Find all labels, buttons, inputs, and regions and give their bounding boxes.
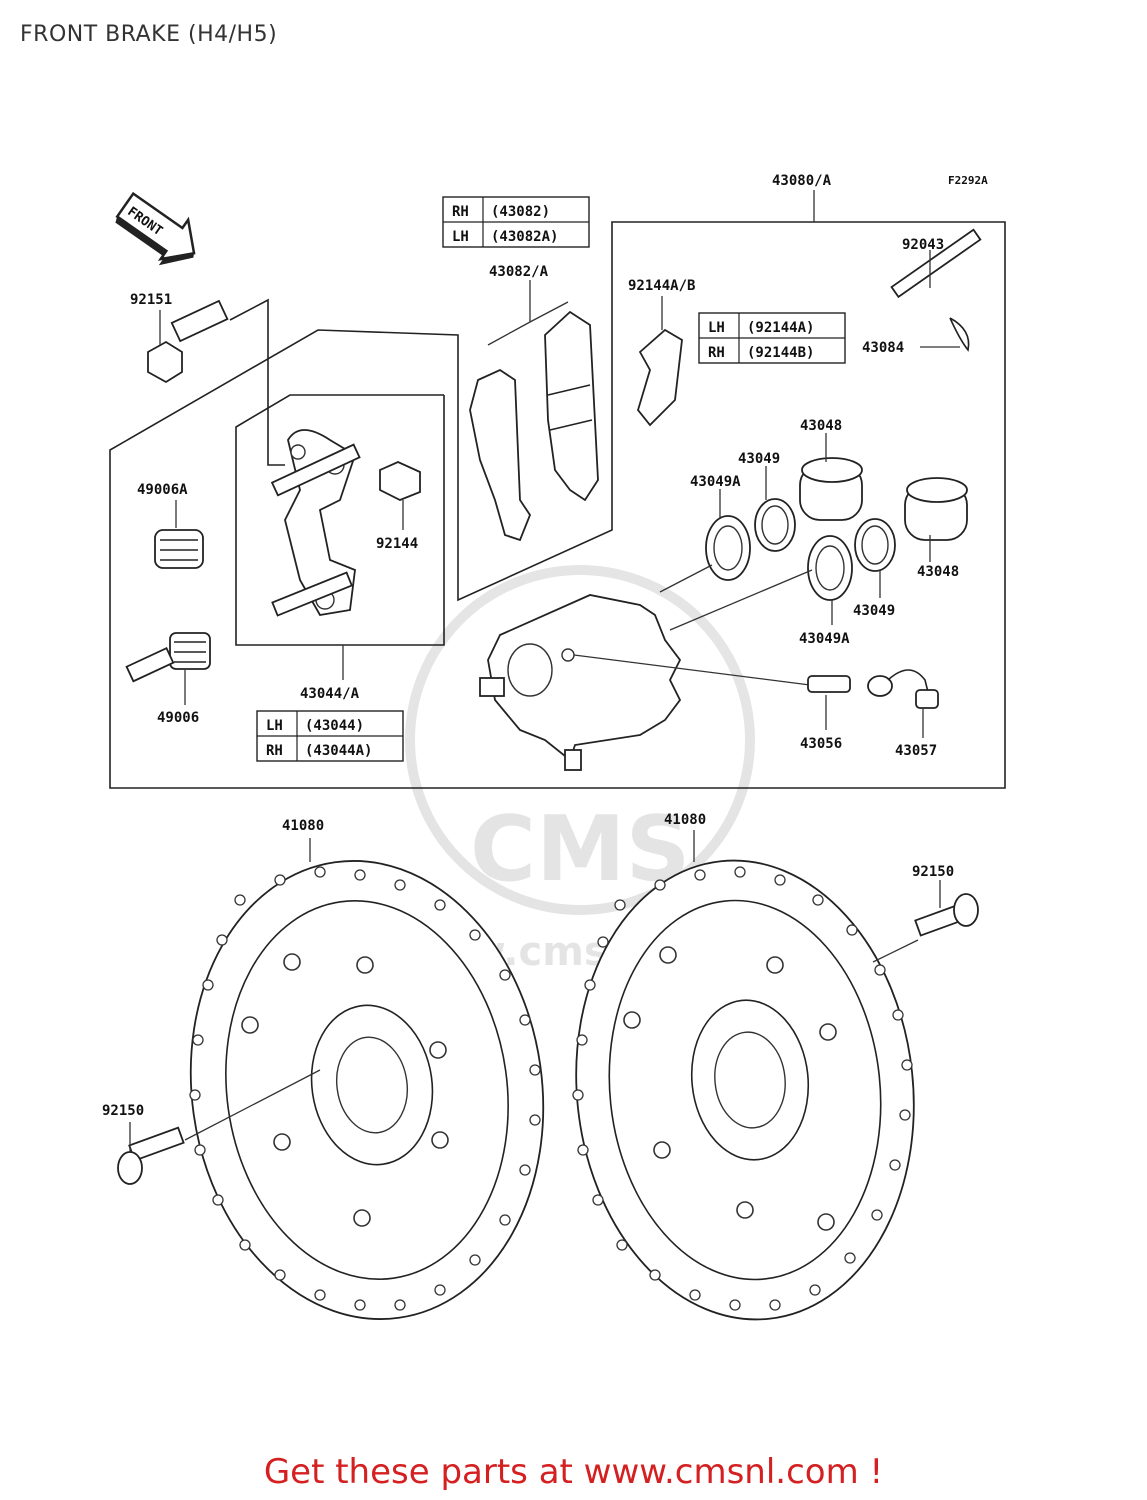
seal-43049a-top bbox=[705, 489, 751, 581]
callout-43049a-bottom: 43049A bbox=[799, 631, 850, 647]
pads-row-1-side: RH bbox=[452, 204, 469, 220]
callout-41080-left: 41080 bbox=[282, 818, 324, 834]
bleeder-43056 bbox=[807, 675, 851, 730]
callout-43056: 43056 bbox=[800, 736, 842, 752]
piston-43048-right bbox=[904, 477, 968, 562]
caliper-assembly-frame bbox=[109, 190, 1006, 789]
callout-92151: 92151 bbox=[130, 292, 172, 308]
pads-table: RH (43082) LH (43082A) bbox=[442, 196, 590, 248]
brackets-table: LH (43044) RH (43044A) bbox=[256, 710, 404, 762]
pads-row-1-part: (43082) bbox=[491, 204, 550, 220]
bolt-92151 bbox=[147, 299, 229, 384]
right-disc-holes bbox=[572, 866, 913, 1311]
caliper-body bbox=[479, 594, 811, 771]
brackets-row-1-side: LH bbox=[266, 718, 283, 734]
callout-43044a: 43044/A bbox=[300, 686, 360, 702]
brake-pads bbox=[469, 280, 599, 542]
callout-43048-right: 43048 bbox=[917, 564, 959, 580]
brake-disc-right bbox=[572, 830, 915, 1321]
screw-92150-right bbox=[872, 880, 979, 963]
clips-row-1-side: LH bbox=[708, 320, 725, 336]
clips-row-1-part: (92144A) bbox=[747, 320, 814, 336]
clips-row-2-side: RH bbox=[708, 345, 725, 361]
callout-92144: 92144 bbox=[376, 536, 418, 552]
callout-41080-right: 41080 bbox=[664, 812, 706, 828]
piston-43048-top bbox=[799, 433, 863, 521]
pin-92043 bbox=[890, 228, 982, 299]
callout-49006: 49006 bbox=[157, 710, 199, 726]
callout-43082a: 43082/A bbox=[489, 264, 549, 280]
seal-43049a-bottom bbox=[807, 535, 853, 625]
pads-row-2-part: (43082A) bbox=[491, 229, 558, 245]
clip-92144 bbox=[379, 461, 421, 530]
callout-92043: 92043 bbox=[902, 237, 944, 253]
screw-92150-left bbox=[117, 1069, 321, 1185]
brackets-row-1-part: (43044) bbox=[305, 718, 364, 734]
callout-92150-left: 92150 bbox=[102, 1103, 144, 1119]
bleed-valve-49006 bbox=[125, 632, 211, 705]
get-parts-link[interactable]: Get these parts at www.cmsnl.com ! bbox=[263, 1452, 884, 1492]
callout-92144ab: 92144A/B bbox=[628, 278, 695, 294]
right-disc-rivets bbox=[623, 946, 837, 1231]
left-disc-holes bbox=[189, 866, 541, 1311]
bleed-cap-49006a bbox=[154, 500, 204, 569]
brackets-row-2-side: RH bbox=[266, 743, 283, 759]
callout-43080: 43080/A bbox=[772, 173, 832, 189]
figure-code: F2292A bbox=[948, 174, 988, 187]
svg-text:CMS: CMS bbox=[470, 797, 690, 902]
seal-43049-top bbox=[754, 466, 796, 552]
pads-row-2-side: LH bbox=[452, 229, 469, 245]
brackets-row-2-part: (43044A) bbox=[305, 743, 372, 759]
callout-43049-top: 43049 bbox=[738, 451, 780, 467]
page-title: FRONT BRAKE (H4/H5) bbox=[20, 22, 278, 47]
callout-43049a-top: 43049A bbox=[690, 474, 741, 490]
pad-spring-92144ab bbox=[637, 296, 683, 427]
seal-43049-right bbox=[854, 518, 896, 598]
callout-43049-right: 43049 bbox=[853, 603, 895, 619]
callout-43048-top: 43048 bbox=[800, 418, 842, 434]
bracket-frame bbox=[235, 394, 445, 680]
front-direction-arrow: FRONT bbox=[115, 191, 196, 266]
callout-43057: 43057 bbox=[895, 743, 937, 759]
callout-43084: 43084 bbox=[862, 340, 904, 356]
callout-92150-right: 92150 bbox=[912, 864, 954, 880]
callout-49006a: 49006A bbox=[137, 482, 188, 498]
clips-row-2-part: (92144B) bbox=[747, 345, 814, 361]
left-disc-rivets bbox=[241, 953, 449, 1227]
brake-disc-left bbox=[189, 838, 545, 1320]
caliper-bracket bbox=[270, 429, 361, 617]
clips-table: LH (92144A) RH (92144B) bbox=[698, 312, 846, 364]
clip-43084 bbox=[920, 317, 970, 352]
cap-43057 bbox=[867, 669, 939, 738]
